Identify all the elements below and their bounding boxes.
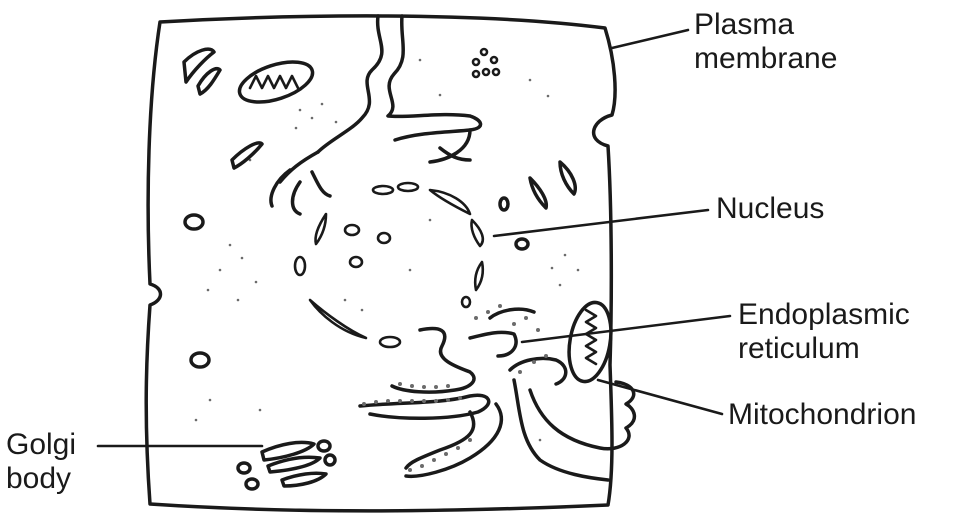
leader-endoplasmic-reticulum <box>520 314 732 344</box>
er-channel-top <box>316 14 483 154</box>
leader-mitochondrion <box>596 378 724 416</box>
er-branches-upper <box>269 150 332 216</box>
golgi-body <box>236 439 337 491</box>
label-mitochondrion: Mitochondrion <box>728 398 917 431</box>
leader-plasma-membrane <box>610 28 690 50</box>
nucleus <box>293 181 485 349</box>
label-endoplasmic-reticulum: Endoplasmic reticulum <box>738 298 910 365</box>
vesicles <box>182 47 577 369</box>
label-plasma-membrane: Plasma membrane <box>694 8 838 75</box>
er-branches-right-top <box>428 128 472 164</box>
mitochondrion-right <box>567 300 613 384</box>
leader-nucleus <box>492 208 710 238</box>
plasma-membrane <box>144 14 617 513</box>
rough-er-lower <box>358 304 637 482</box>
cytoplasm-stipple <box>194 58 580 472</box>
centrosome <box>471 47 501 79</box>
label-nucleus: Nucleus <box>716 192 825 225</box>
mitochondrion-top <box>237 60 315 104</box>
label-golgi-body: Golgi body <box>6 428 77 495</box>
